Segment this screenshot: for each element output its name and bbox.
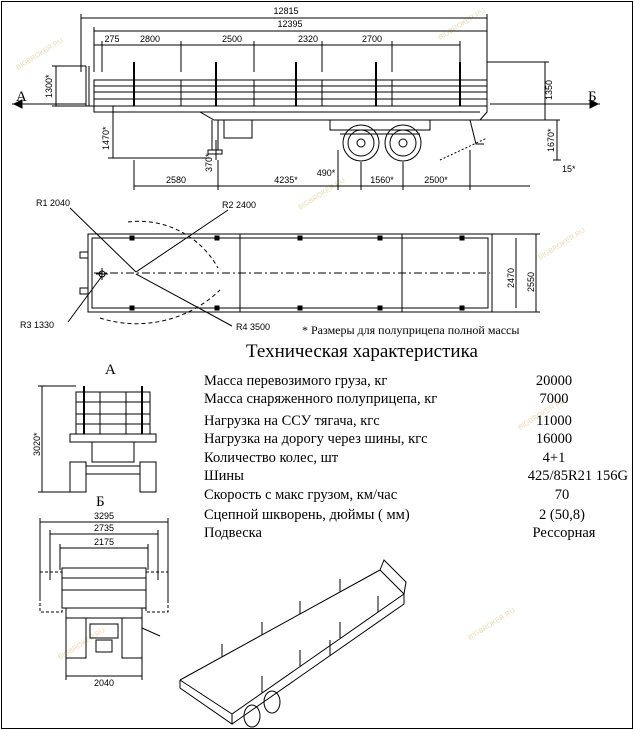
dim-bottom: 490* <box>317 168 336 178</box>
radius-r2: R2 2400 <box>222 200 256 210</box>
dim-segment: 2320 <box>298 34 318 44</box>
section-mark-b: Б <box>588 89 597 105</box>
spec-value: 4+1 <box>542 450 566 466</box>
svg-text:BIGBROKER.RU: BIGBROKER.RU <box>15 37 64 71</box>
spec-value: Рессорная <box>532 525 596 541</box>
dim-bottom: 2500* <box>424 175 448 185</box>
dim-bottom: 1560* <box>370 175 394 185</box>
dim-height: 3020* <box>32 432 42 456</box>
full-mass-note: * Размеры для полуприцепа полной массы <box>302 323 520 337</box>
radius-r1: R1 2040 <box>36 198 70 208</box>
section-mark-a: А <box>16 89 27 105</box>
view-b <box>39 518 169 680</box>
side-view <box>12 14 600 190</box>
spec-value: 20000 <box>535 373 573 389</box>
dim-width: 3295 <box>94 511 114 521</box>
spec-label: Количество колес, шт <box>204 450 339 466</box>
dim-segment: 2700 <box>362 34 382 44</box>
dim-vertical: 1350 <box>544 80 554 100</box>
dim-vertical: 15* <box>562 164 576 174</box>
dim-width: 2175 <box>94 537 114 547</box>
dim-bottom: 4235* <box>274 175 298 185</box>
dim-bottom: 2580 <box>166 175 186 185</box>
view-b-dimensions: 3295 2735 2175 2040 <box>94 511 114 688</box>
dim-vertical: 370* <box>204 153 214 172</box>
top-view-dimensions: R1 2040 R2 2400 R3 1330 R4 3500 2470 255… <box>20 198 536 332</box>
spec-label: Шины <box>204 468 244 484</box>
spec-value: 425/85R21 156G <box>527 468 628 484</box>
dim-segment: 2500 <box>222 34 242 44</box>
dim-vertical: 1300* <box>44 74 54 98</box>
spec-value: 7000 <box>539 391 569 407</box>
dim-outer-width: 2550 <box>526 272 536 292</box>
svg-text:BIGBROKER.RU: BIGBROKER.RU <box>297 177 346 211</box>
isometric-view <box>179 559 407 728</box>
spec-label: Подвеска <box>204 525 262 541</box>
dim-width: 2735 <box>94 523 114 533</box>
dim-vertical: 1670* <box>546 128 556 152</box>
dim-segment: 275 <box>104 34 119 44</box>
svg-text:BIGBROKER.RU: BIGBROKER.RU <box>467 607 516 641</box>
side-view-dimensions: 12815 12395 275 2800 2500 2320 2700 1300… <box>16 6 597 185</box>
spec-label: Нагрузка на дорогу через шины, кгс <box>204 431 428 447</box>
spec-value: 11000 <box>536 413 572 429</box>
spec-label: Нагрузка на ССУ тягача, кгс <box>204 413 380 429</box>
dim-vertical: 1470* <box>101 126 111 150</box>
view-b-label: Б <box>96 494 105 510</box>
radius-r3: R3 1330 <box>20 320 54 330</box>
specs-title: Техническая характеристика <box>246 341 478 362</box>
top-view <box>67 207 540 327</box>
spec-value: 16000 <box>535 431 573 447</box>
spec-value: 2 (50,8) <box>539 507 585 523</box>
dim-body-length: 12395 <box>277 19 302 29</box>
svg-text:BIGBROKER.RU: BIGBROKER.RU <box>537 227 586 261</box>
dim-segment: 2800 <box>140 34 160 44</box>
svg-text:BIGBROKER.RU: BIGBROKER.RU <box>437 7 486 41</box>
view-a <box>38 385 157 493</box>
radius-r4: R4 3500 <box>236 322 270 332</box>
spec-label: Сцепной шкворень, дюймы ( мм) <box>204 507 410 523</box>
spec-label: Масса снаряженного полуприцепа, кг <box>204 391 438 407</box>
spec-label: Скорость с макс грузом, км/час <box>204 487 398 503</box>
dim-overall-length: 12815 <box>273 6 298 16</box>
svg-text:BIGBROKER.RU: BIGBROKER.RU <box>57 627 106 661</box>
dim-inner-width: 2470 <box>506 268 516 288</box>
dim-track: 2040 <box>94 678 114 688</box>
spec-value: 70 <box>554 487 570 503</box>
view-a-label: А <box>105 362 116 378</box>
spec-label: Масса перевозимого груза, кг <box>204 373 388 389</box>
